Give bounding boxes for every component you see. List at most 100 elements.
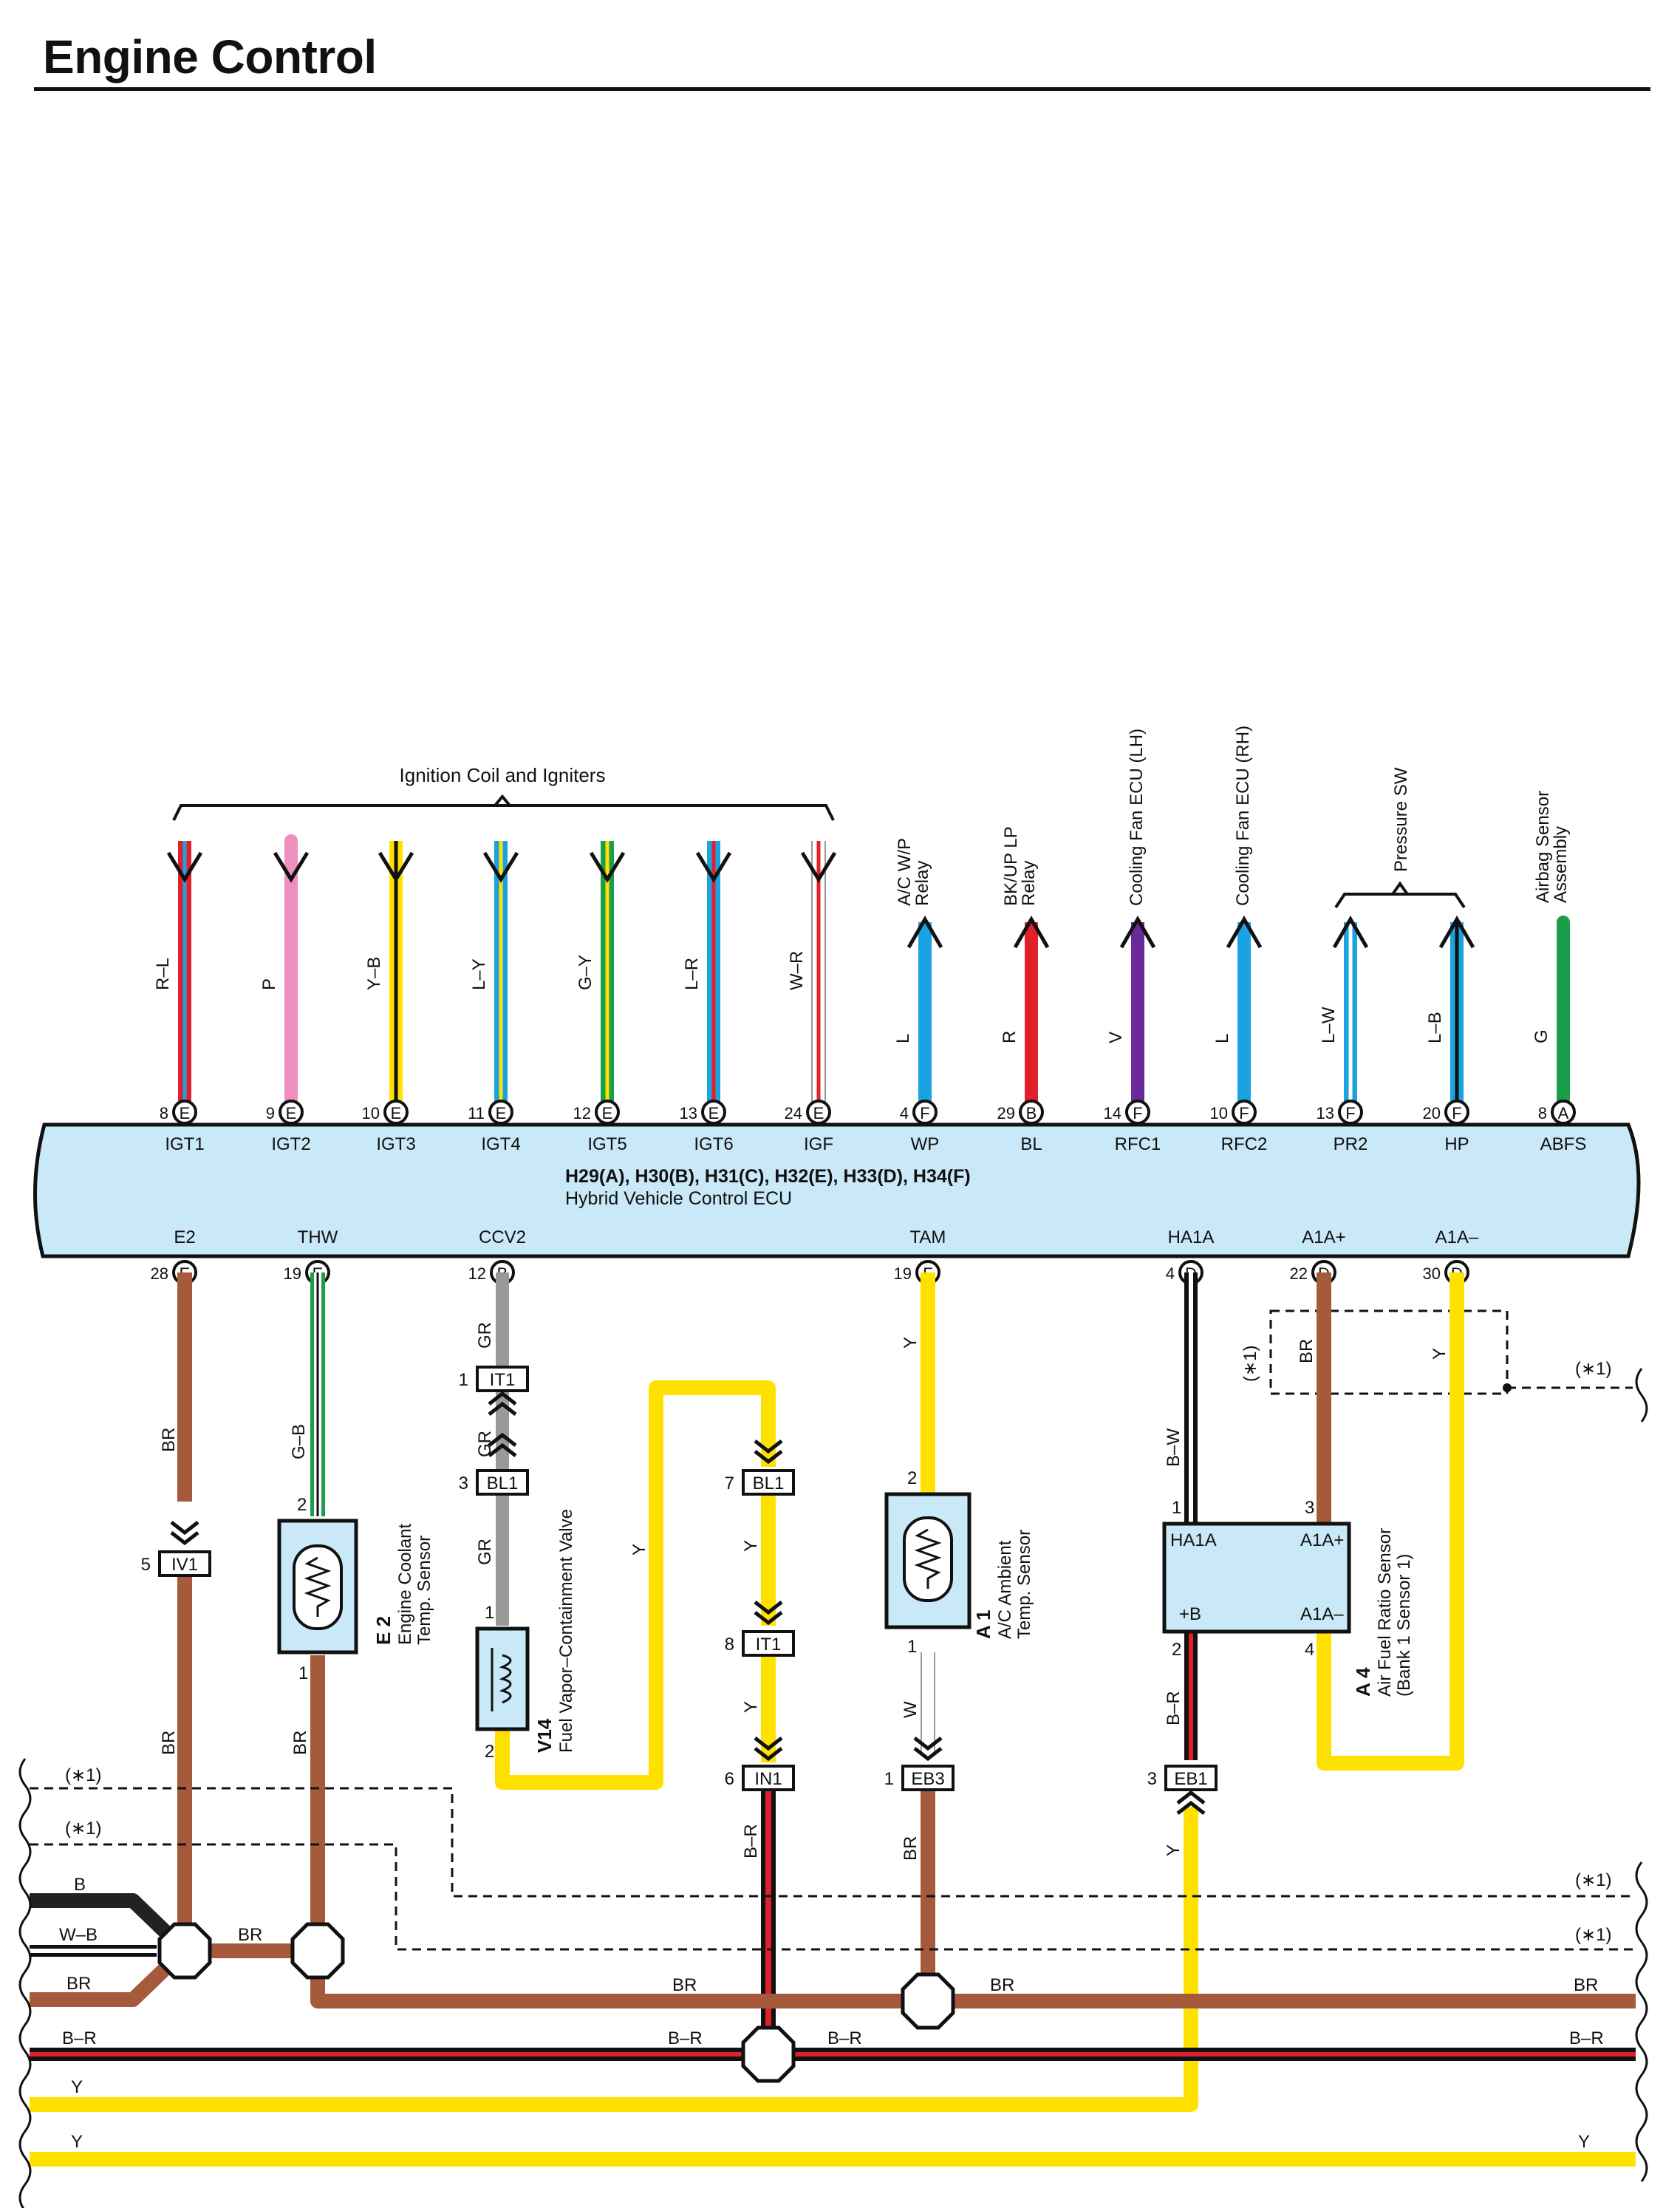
splice-4 — [741, 2025, 796, 2083]
wire-color-label: Y–B — [364, 957, 384, 990]
arrow-in-icon — [482, 851, 519, 883]
arrow-out-icon — [1226, 916, 1263, 949]
pin-label: 3 — [1305, 1498, 1314, 1518]
top-wire-igf: W–R — [787, 841, 837, 1108]
connector-letter: F — [920, 1104, 929, 1122]
connector-box — [476, 1366, 529, 1392]
component-name-line: (Bank 1 Sensor 1) — [1394, 1554, 1414, 1697]
pin-number: 4 — [900, 1104, 909, 1122]
terminal-circle — [1444, 1100, 1469, 1125]
wire-label: BR — [1574, 1975, 1598, 1995]
connector-box — [158, 1550, 211, 1577]
wire-label: B–R — [1164, 1691, 1184, 1725]
terminal-circle — [279, 1100, 304, 1125]
chevron-down-icon — [754, 1747, 783, 1762]
connector-letter: F — [1133, 1104, 1142, 1122]
wire-color-label: L–W — [1319, 1006, 1339, 1043]
pin-number: 9 — [266, 1104, 275, 1122]
chevron-up-icon — [1176, 1790, 1206, 1805]
top-wire-igt4: L–Y — [469, 841, 519, 1108]
wire-e2: BR BR — [159, 1272, 192, 1938]
dest-label: A/C W/PRelay — [895, 838, 932, 906]
connector-name: IT1 — [490, 1370, 516, 1390]
terminal-name: PR2 — [1334, 1134, 1368, 1154]
chevron-up-icon — [488, 1391, 517, 1405]
terminal-name: IGT3 — [376, 1134, 415, 1154]
ecu-top-terminals: E8IGT1E9IGT2E10IGT3E11IGT4E12IGT5E13IGT6… — [160, 1100, 1586, 1154]
terminal-name: THW — [298, 1227, 338, 1247]
connector-letter: A — [1558, 1104, 1569, 1122]
top-wire-pr2: L–W — [1319, 916, 1369, 1108]
bus-wires: (∗1) (∗1) (∗1) (∗1) B W–B BR BR BR BR BR… — [18, 1368, 1648, 2208]
connector-letter: F — [1345, 1104, 1355, 1122]
pin-number: 4 — [1166, 1264, 1175, 1283]
chevron-up-icon — [1176, 1800, 1206, 1815]
wire-label: GR — [475, 1539, 495, 1565]
wire-tam: Y W BR — [901, 1272, 935, 1986]
wire-label: B — [74, 1875, 86, 1895]
chevron-down-icon — [170, 1531, 199, 1546]
pin-label: 1 — [298, 1663, 308, 1683]
terminal-circle — [1232, 1100, 1257, 1125]
wire-label: G–B — [289, 1424, 309, 1459]
connector-name: IT1 — [756, 1635, 782, 1655]
chevron-down-icon — [754, 1737, 783, 1751]
wire-label: Y — [71, 2077, 83, 2097]
arrow-out-icon — [1119, 916, 1156, 949]
top-wire-hp: L–B — [1425, 916, 1475, 1108]
wire-color-label: R–L — [153, 958, 173, 990]
terminal-name: IGT1 — [165, 1134, 204, 1154]
wire-label: B–R — [668, 2028, 703, 2048]
title-rule — [34, 87, 1650, 91]
wire-a1a-minus: Y — [1317, 1272, 1464, 1771]
dest-label-group: A/C W/PRelay — [895, 838, 932, 906]
arrow-out-icon — [1332, 916, 1369, 949]
connector-box — [742, 1630, 795, 1657]
top-wire-igt1: R–L — [153, 841, 203, 1108]
wire-label: Y — [629, 1544, 649, 1556]
connector-box — [742, 1469, 795, 1496]
ecu-name: Hybrid Vehicle Control ECU — [565, 1188, 792, 1209]
splice-1 — [157, 1922, 212, 1980]
wire-label: B–R — [827, 2028, 862, 2048]
wire-label: BR — [901, 1836, 921, 1861]
wire-label: W — [901, 1701, 921, 1718]
wire-color-label: R — [1000, 1031, 1020, 1043]
connector-name: IN1 — [754, 1769, 782, 1789]
dest-label: Cooling Fan ECU (LH) — [1127, 729, 1147, 906]
pin-number: 13 — [1317, 1104, 1334, 1122]
pin-number: 8 — [160, 1104, 168, 1122]
arrow-out-icon — [1013, 916, 1050, 949]
connector-box — [742, 1765, 795, 1791]
terminal-circle — [1338, 1100, 1363, 1125]
wire-label: Y — [901, 1337, 921, 1349]
connector-pin: 6 — [725, 1769, 734, 1789]
pressure-bracket: Pressure SW — [1334, 767, 1466, 909]
wire-label: B–W — [1164, 1428, 1184, 1467]
wire-thw: G–B BR — [289, 1272, 325, 1938]
terminal-name: BL — [1020, 1134, 1042, 1154]
page-title: Engine Control — [43, 30, 377, 84]
pin-number: 22 — [1290, 1264, 1308, 1283]
ignition-bracket: Ignition Coil and Igniters — [172, 764, 835, 821]
splice-points — [157, 1922, 955, 2083]
wire-label: B–R — [1569, 2028, 1604, 2048]
connector-letter: E — [496, 1104, 507, 1122]
wire-color-label: P — [259, 978, 279, 990]
connector-pin: 1 — [884, 1769, 894, 1789]
